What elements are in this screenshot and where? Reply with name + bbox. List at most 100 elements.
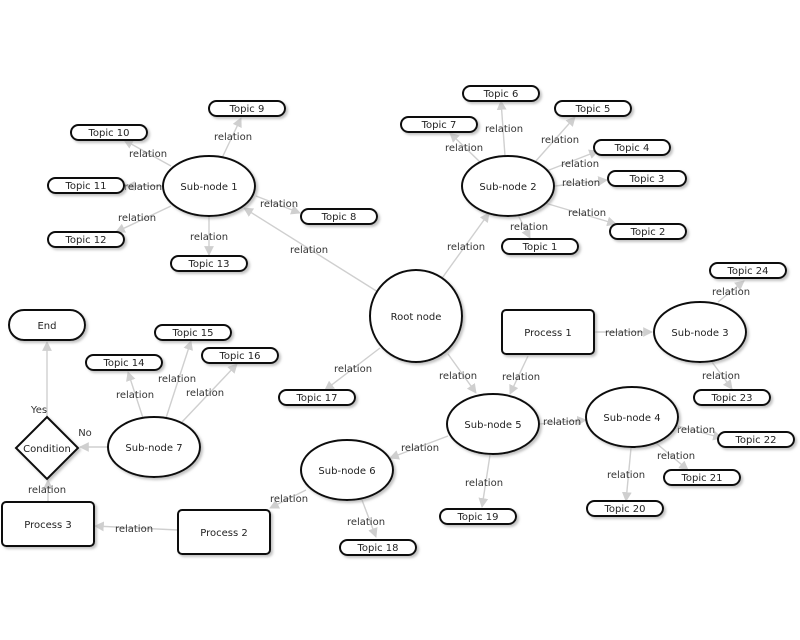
process-1-label: Process 1	[524, 328, 571, 339]
topic-13[interactable]: Topic 13	[170, 255, 248, 272]
process-3-label: Process 3	[24, 520, 71, 531]
topic-2[interactable]: Topic 2	[609, 223, 687, 240]
process-2-label: Process 2	[200, 528, 247, 539]
edge-label-sub5-topic19: relation	[465, 478, 503, 489]
topic-4[interactable]: Topic 4	[593, 139, 671, 156]
topic-6[interactable]: Topic 6	[462, 85, 540, 102]
edge-process1-sub5	[509, 355, 529, 395]
condition-node[interactable]: Condition	[14, 415, 80, 481]
topic-21-label: Topic 21	[680, 473, 722, 484]
topic-24[interactable]: Topic 24	[709, 262, 787, 279]
edge-sub3-topic24	[717, 280, 745, 303]
edge-sub6-process2	[269, 489, 307, 509]
edge-label-sub2-topic1: relation	[510, 222, 548, 233]
root-node-label: Root node	[391, 312, 442, 323]
topic-17[interactable]: Topic 17	[278, 389, 356, 406]
topic-3[interactable]: Topic 3	[607, 170, 687, 187]
edge-label-sub3-topic23: relation	[702, 371, 740, 382]
process-3[interactable]: Process 3	[1, 501, 95, 547]
process-2[interactable]: Process 2	[177, 509, 271, 555]
topic-20[interactable]: Topic 20	[586, 500, 664, 517]
topic-11[interactable]: Topic 11	[47, 177, 125, 194]
edge-label-condition-end: Yes	[30, 405, 47, 416]
sub-node-1[interactable]: Sub-node 1	[162, 155, 256, 217]
edge-label-process1-sub5: relation	[502, 372, 540, 383]
topic-9[interactable]: Topic 9	[208, 100, 286, 117]
topic-5[interactable]: Topic 5	[554, 100, 632, 117]
sub-node-1-label: Sub-node 1	[180, 182, 237, 193]
topic-5-label: Topic 5	[575, 104, 611, 115]
topic-18[interactable]: Topic 18	[339, 539, 417, 556]
sub-node-2-label: Sub-node 2	[479, 182, 536, 193]
sub-node-6[interactable]: Sub-node 6	[300, 439, 394, 501]
sub-node-7[interactable]: Sub-node 7	[107, 416, 201, 478]
process-1[interactable]: Process 1	[501, 309, 595, 355]
topic-23[interactable]: Topic 23	[693, 389, 771, 406]
edge-sub6-topic18	[361, 499, 378, 538]
topic-12[interactable]: Topic 12	[47, 231, 125, 248]
sub-node-2[interactable]: Sub-node 2	[461, 155, 555, 217]
sub-node-3[interactable]: Sub-node 3	[653, 301, 747, 363]
edge-label-root-sub5: relation	[439, 371, 477, 382]
edge-label-root-topic17: relation	[334, 364, 372, 375]
edge-label-root-sub2: relation	[447, 242, 485, 253]
topic-23-label: Topic 23	[710, 393, 752, 404]
topic-13-label: Topic 13	[187, 259, 229, 270]
topic-11-label: Topic 11	[64, 181, 106, 192]
sub-node-5[interactable]: Sub-node 5	[446, 393, 540, 455]
topic-1-label: Topic 1	[522, 242, 558, 253]
topic-4-label: Topic 4	[614, 143, 650, 154]
edge-label-sub6-topic18: relation	[347, 517, 385, 528]
edge-label-sub2-topic7: relation	[445, 143, 483, 154]
topic-19[interactable]: Topic 19	[439, 508, 517, 525]
condition-node-label: Condition	[23, 444, 71, 455]
edge-process2-process3	[94, 521, 179, 532]
topic-10-label: Topic 10	[87, 128, 129, 139]
topic-10[interactable]: Topic 10	[70, 124, 148, 141]
end-node-label: End	[37, 321, 56, 332]
topic-15[interactable]: Topic 15	[154, 324, 232, 341]
topic-3-label: Topic 3	[629, 174, 665, 185]
end-node[interactable]: End	[8, 309, 86, 341]
topic-22[interactable]: Topic 22	[717, 431, 795, 448]
edge-sub1-topic8	[255, 195, 301, 215]
edge-sub1-topic10	[123, 139, 172, 167]
topic-18-label: Topic 18	[356, 543, 398, 554]
edge-sub2-topic5	[534, 116, 576, 163]
sub-node-3-label: Sub-node 3	[671, 328, 728, 339]
topic-21[interactable]: Topic 21	[663, 469, 741, 486]
sub-node-4[interactable]: Sub-node 4	[585, 386, 679, 448]
edge-label-sub6-process2: relation	[270, 494, 308, 505]
topic-14[interactable]: Topic 14	[85, 354, 163, 371]
edge-root-topic17	[324, 347, 381, 391]
edge-label-sub2-topic3: relation	[562, 178, 600, 189]
edge-label-sub1-topic8: relation	[260, 199, 298, 210]
edge-label-sub1-topic9: relation	[214, 132, 252, 143]
edge-sub4-topic21	[655, 442, 689, 471]
topic-22-label: Topic 22	[734, 435, 776, 446]
root-node[interactable]: Root node	[369, 269, 463, 363]
edge-sub2-topic1	[517, 214, 531, 239]
topic-7[interactable]: Topic 7	[400, 116, 478, 133]
topic-15-label: Topic 15	[171, 328, 213, 339]
edge-label-sub1-topic11: relation	[124, 182, 162, 193]
topic-16[interactable]: Topic 16	[201, 347, 279, 364]
edge-label-sub4-topic20: relation	[607, 470, 645, 481]
edge-label-sub2-topic4: relation	[561, 159, 599, 170]
edge-sub5-sub4	[538, 415, 587, 426]
edge-sub3-topic23	[711, 361, 733, 390]
topic-8[interactable]: Topic 8	[300, 208, 378, 225]
topic-19-label: Topic 19	[456, 512, 498, 523]
topic-9-label: Topic 9	[229, 104, 265, 115]
edges: relation relation relation relation rela…	[28, 100, 750, 538]
topic-7-label: Topic 7	[421, 120, 457, 131]
edge-label-sub1-topic13: relation	[190, 232, 228, 243]
edge-sub2-topic7	[449, 132, 481, 163]
edge-label-sub7-condition: No	[78, 428, 92, 439]
edge-sub7-topic15	[165, 340, 193, 419]
edge-label-sub4-topic21: relation	[657, 451, 695, 462]
edge-sub2-topic6	[496, 100, 507, 157]
edge-root-sub1	[243, 207, 379, 293]
topic-1[interactable]: Topic 1	[501, 238, 579, 255]
edge-sub7-topic16	[181, 363, 238, 423]
